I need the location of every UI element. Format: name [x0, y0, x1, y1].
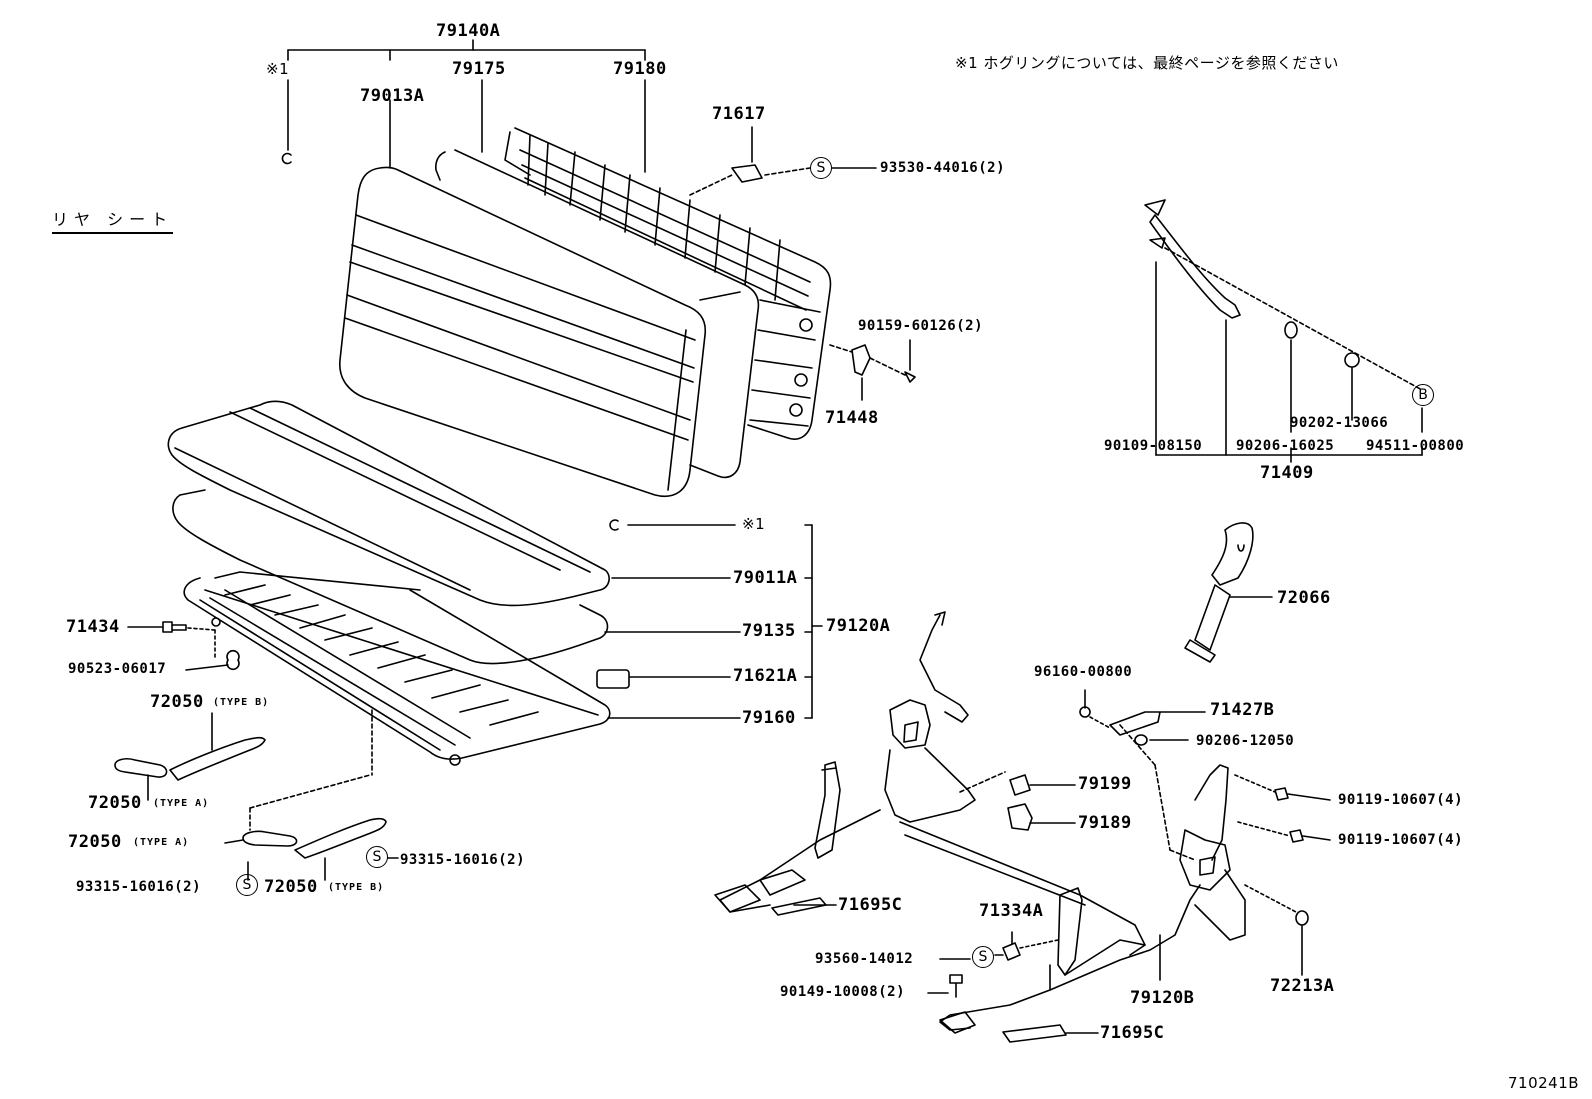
part-93315-16016-right: 93315-16016(2) — [400, 852, 526, 868]
bolt-71434 — [127, 621, 240, 671]
seat-frame — [183, 571, 611, 766]
part-90202-13066: 90202-13066 — [1290, 415, 1389, 431]
seat-belt-straps-left — [114, 709, 399, 881]
section-title: リヤ シート — [52, 212, 174, 234]
belt-assembly-71409 — [1144, 199, 1423, 463]
part-71434: 71434 — [66, 617, 120, 637]
part-96160-00800: 96160-00800 — [1034, 664, 1133, 680]
seatback-cushion — [339, 166, 707, 497]
part-79120A: 79120A — [826, 616, 891, 636]
seat-pad — [172, 489, 609, 665]
part-71617: 71617 — [712, 104, 766, 124]
part-93530-44016: 93530-44016(2) — [880, 160, 1006, 176]
bracket-79140A — [287, 39, 646, 61]
seat-cushion — [167, 400, 610, 607]
part-72050-type-a-top: 72050 — [88, 793, 142, 813]
type-a-bottom: (TYPE A) — [133, 837, 190, 848]
note-marker-top: ※1 — [266, 60, 290, 78]
part-90119-10607-top: 90119-10607(4) — [1338, 792, 1464, 808]
part-71695C-upper: 71695C — [838, 895, 903, 915]
hog-ring-top — [281, 79, 292, 165]
type-b-bottom: (TYPE B) — [328, 882, 385, 893]
part-72050-type-a-bottom: 72050 — [68, 832, 122, 852]
part-71621A: 71621A — [733, 666, 798, 686]
b-mark: B — [1412, 384, 1434, 406]
part-79189: 79189 — [1078, 813, 1132, 833]
part-71427B: 71427B — [1210, 700, 1275, 720]
type-a-top: (TYPE A) — [153, 798, 210, 809]
strap-72066 — [1184, 522, 1273, 663]
part-72066: 72066 — [1277, 588, 1331, 608]
part-79199: 79199 — [1078, 774, 1132, 794]
s-mark-93530: S — [810, 157, 832, 179]
part-72213A: 72213A — [1270, 976, 1335, 996]
part-72050-type-b-top: 72050 — [150, 692, 204, 712]
part-90119-10607-bottom: 90119-10607(4) — [1338, 832, 1464, 848]
part-90523-06017: 90523-06017 — [68, 661, 167, 677]
bracket-79120A — [596, 519, 823, 719]
s-mark-93560: S — [972, 946, 994, 968]
seatback-frame — [504, 127, 832, 440]
part-79160: 79160 — [742, 708, 796, 728]
s-mark-93315-left: S — [236, 874, 258, 896]
part-90149-10008: 90149-10008(2) — [780, 984, 906, 1000]
part-79120B: 79120B — [1130, 988, 1195, 1008]
part-90109-08150: 90109-08150 — [1104, 438, 1203, 454]
part-90206-12050: 90206-12050 — [1196, 733, 1295, 749]
hog-ring-note: ※1 ホグリングについては、最終ページを参照ください — [955, 54, 1339, 72]
part-79011A: 79011A — [733, 568, 798, 588]
part-71695C-lower: 71695C — [1100, 1023, 1165, 1043]
part-90206-16025: 90206-16025 — [1236, 438, 1335, 454]
clip-71617 — [689, 126, 877, 196]
small-parts-right — [793, 689, 1331, 1034]
part-79175: 79175 — [452, 59, 506, 79]
part-79140A: 79140A — [436, 21, 501, 41]
s-mark-93315-right: S — [366, 846, 388, 868]
part-71448: 71448 — [825, 408, 879, 428]
bracket-71448 — [829, 339, 916, 401]
seatback-pad — [435, 149, 760, 479]
part-72050-type-b-bottom: 72050 — [264, 877, 318, 897]
part-71334A: 71334A — [979, 901, 1044, 921]
part-90159-60126: 90159-60126(2) — [858, 318, 984, 334]
drawing-reference: 710241B — [1508, 1074, 1580, 1092]
seat-leg-frame — [714, 611, 1246, 1043]
part-93560-14012: 93560-14012 — [815, 951, 914, 967]
part-79013A: 79013A — [360, 86, 425, 106]
type-b-top: (TYPE B) — [213, 697, 270, 708]
part-93315-16016-left: 93315-16016(2) — [76, 879, 202, 895]
part-71409: 71409 — [1260, 463, 1314, 483]
note-marker-lower: ※1 — [742, 515, 766, 533]
part-94511-00800: 94511-00800 — [1366, 438, 1465, 454]
part-79180: 79180 — [613, 59, 667, 79]
part-79135: 79135 — [742, 621, 796, 641]
